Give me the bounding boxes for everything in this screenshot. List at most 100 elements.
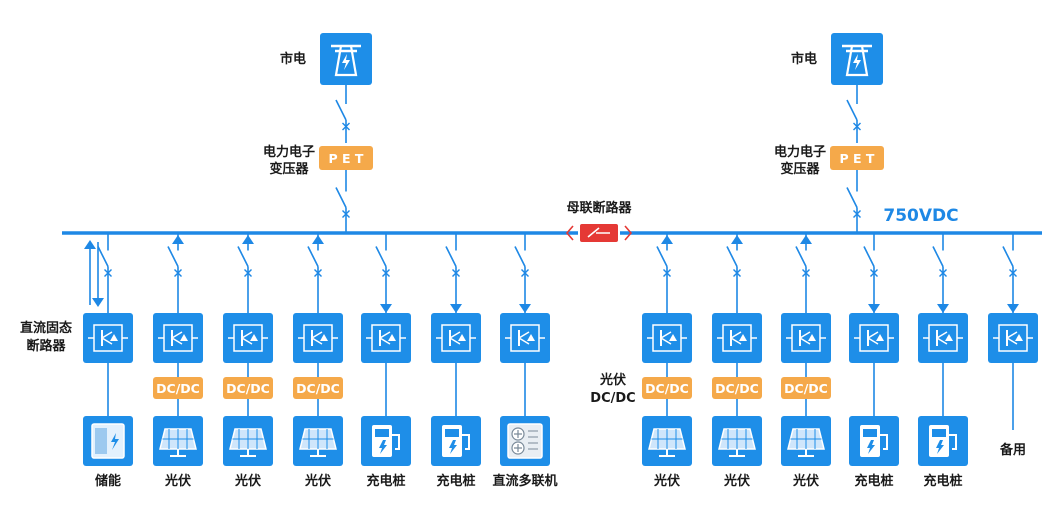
breaker-glyph-diode xyxy=(527,334,535,341)
x-mark xyxy=(314,269,322,277)
dcdc-label: DC/DC xyxy=(715,381,759,396)
pile-cable xyxy=(949,434,957,450)
dcdc-box xyxy=(293,377,343,399)
x-mark xyxy=(733,269,741,277)
bolt-icon xyxy=(449,440,457,454)
dc-solid-state-breaker xyxy=(642,313,692,363)
x-mark xyxy=(382,269,390,277)
breaker-glyph-diode xyxy=(1015,334,1023,341)
switch-symbol xyxy=(846,85,861,143)
breaker-glyph-lines xyxy=(101,331,113,345)
dc-solid-state-breaker xyxy=(361,313,411,363)
switch-blade xyxy=(167,246,179,267)
bolt-icon xyxy=(379,440,387,454)
charging-pile-icon xyxy=(431,416,481,466)
solar-panel-icon xyxy=(223,416,273,466)
switch-blade xyxy=(932,246,944,267)
breaker-glyph-diode xyxy=(180,334,188,341)
storage-cabinet-icon xyxy=(83,416,133,466)
branch-9: DC/DC 光伏 xyxy=(712,233,762,489)
dcdc-label: DC/DC xyxy=(645,381,689,396)
load-label: 直流多联机 xyxy=(492,473,557,489)
arrow-down-icon xyxy=(1007,304,1019,313)
pile-screen xyxy=(375,429,389,437)
pile-cable xyxy=(462,434,470,450)
arrow-down-icon xyxy=(450,304,462,313)
x-mark xyxy=(853,122,861,131)
dcdc-label: DC/DC xyxy=(226,381,270,396)
bolt-icon xyxy=(936,440,944,454)
load-label: 备用 xyxy=(999,442,1026,458)
arrow-down-icon xyxy=(868,304,880,313)
breaker-glyph-lines xyxy=(518,331,530,345)
switch-symbol xyxy=(1002,233,1017,288)
utility-grid-tower xyxy=(831,33,883,85)
breaker-glyph-lines xyxy=(311,331,323,345)
x-mark xyxy=(939,269,947,277)
arrow-down-icon xyxy=(519,304,531,313)
solar-panel-icon xyxy=(293,416,343,466)
charging-pile-icon xyxy=(361,416,411,466)
arrow-up-icon xyxy=(661,235,673,244)
dc-solid-state-breaker xyxy=(918,313,968,363)
dc-breaker-label-line1: 直流固态 xyxy=(20,320,72,336)
pile-screen xyxy=(863,429,877,437)
branch-6: 充电桩 xyxy=(431,233,481,489)
pet-label-line2: 变压器 xyxy=(780,161,820,177)
breaker-glyph-lines xyxy=(867,331,879,345)
tie-breaker-glyph xyxy=(587,227,610,238)
pile-screen xyxy=(932,429,946,437)
dcdc-box xyxy=(781,377,831,399)
branch-1: 储能 xyxy=(83,233,133,489)
arrow-down-icon xyxy=(937,304,949,313)
x-mark xyxy=(104,269,112,277)
arrow-up-icon xyxy=(242,235,254,244)
solar-panel-icon xyxy=(712,416,762,466)
dcdc-converter: DC/DC xyxy=(223,377,273,399)
dc-solid-state-breaker xyxy=(712,313,762,363)
switch-symbol xyxy=(795,233,810,288)
breaker-glyph-lines xyxy=(799,331,811,345)
tower-arms xyxy=(842,44,872,53)
dc-solid-state-breaker xyxy=(431,313,481,363)
switch-blade xyxy=(1002,246,1014,267)
load-label: 充电桩 xyxy=(854,473,893,489)
switch-blade xyxy=(514,246,526,267)
pv-dcdc-label-line1: 光伏 xyxy=(599,372,626,388)
arrow-up-icon xyxy=(84,240,96,249)
dc-solid-state-breaker xyxy=(849,313,899,363)
dcdc-converter: DC/DC xyxy=(153,377,203,399)
dcdc-box xyxy=(153,377,203,399)
solar-panel-icon xyxy=(642,416,692,466)
dcdc-label: DC/DC xyxy=(784,381,828,396)
switch-blade xyxy=(335,99,347,121)
breaker-glyph-lines xyxy=(241,331,253,345)
multi-split-ac-icon xyxy=(500,416,550,466)
breaker-glyph-lines xyxy=(936,331,948,345)
breaker-glyph-diode xyxy=(110,334,118,341)
switch-symbol xyxy=(445,233,460,288)
grid-label: 市电 xyxy=(280,51,306,67)
breaker-glyph-lines xyxy=(730,331,742,345)
x-mark xyxy=(853,210,861,218)
breaker-glyph-diode xyxy=(876,334,884,341)
dc-solid-state-breaker xyxy=(988,313,1038,363)
load-label: 光伏 xyxy=(723,473,750,489)
arrow-up-icon xyxy=(312,235,324,244)
dcdc-label: DC/DC xyxy=(296,381,340,396)
cabinet-door xyxy=(95,428,107,454)
grid-label: 市电 xyxy=(791,51,817,67)
pet-box xyxy=(319,146,373,170)
arrow-up-icon xyxy=(172,235,184,244)
fan-blades xyxy=(514,444,522,452)
switch-symbol xyxy=(846,170,861,233)
switch-symbol xyxy=(97,233,112,288)
dcdc-box xyxy=(223,377,273,399)
breaker-glyph-diode xyxy=(808,334,816,341)
dcdc-converter: DC/DC xyxy=(293,377,343,399)
load-label: 充电桩 xyxy=(366,473,405,489)
pile-cable xyxy=(880,434,888,450)
switch-blade xyxy=(375,246,387,267)
switch-blade xyxy=(846,187,858,208)
